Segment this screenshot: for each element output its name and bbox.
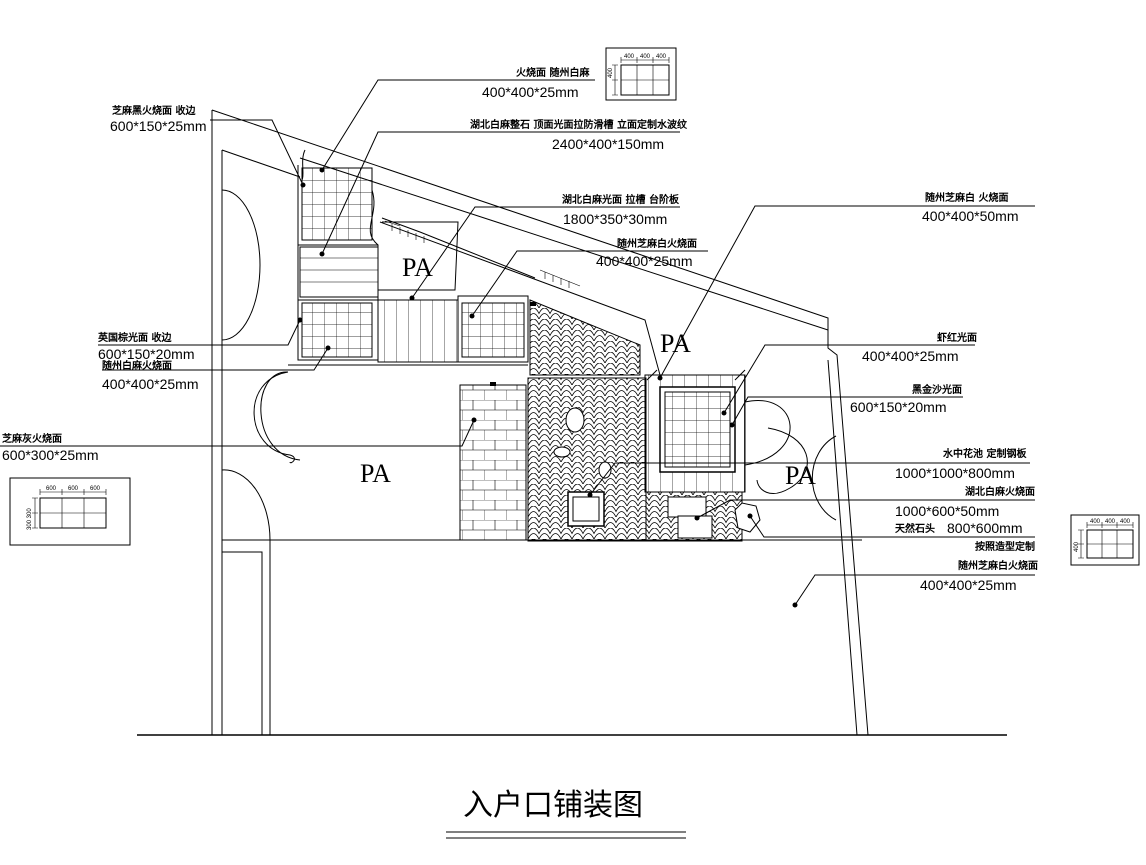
callout-material: 水中花池 定制钢板 — [942, 447, 1027, 460]
callout-material: 按照造型定制 — [975, 540, 1035, 553]
leader-lines — [0, 79, 1035, 608]
key-dim: 600 — [90, 486, 101, 492]
callout-material: 随州白麻火烧面 — [102, 359, 172, 372]
scale-paving — [527, 299, 761, 542]
callout-size: 1000*1000*800mm — [895, 465, 1015, 481]
callout-material: 随州芝麻白火烧面 — [958, 559, 1038, 572]
callout-material: 湖北白麻整石 顶面光面拉防滑槽 立面定制水波纹 — [470, 118, 688, 131]
tile-key-left: 600 600 600 300 300 — [9, 477, 131, 546]
upper-paving — [288, 149, 529, 366]
callout-material: 芝麻灰火烧面 — [2, 432, 62, 445]
zone-label: PA — [785, 461, 816, 490]
callout-material: 火烧面 随州白麻 — [516, 66, 590, 79]
callout-size: 2400*400*150mm — [552, 136, 664, 152]
lawn-curves — [221, 189, 837, 541]
callout-size: 800*600mm — [947, 520, 1023, 536]
callout-size: 400*400*25mm — [862, 348, 959, 364]
callout-size: 400*400*25mm — [920, 577, 1017, 593]
zone-label: PA — [402, 253, 433, 282]
callout-material: 英国棕光面 收边 — [97, 331, 172, 344]
callout-size: 600*150*20mm — [98, 346, 195, 362]
callout-size: 400*400*50mm — [922, 208, 1019, 224]
key-dim: 400 — [1105, 519, 1116, 525]
key-dim: 400 — [1120, 519, 1131, 525]
callout-material: 芝麻黑火烧面 收边 — [112, 104, 196, 117]
callout-material: 虾红光面 — [937, 331, 977, 344]
page-title: 入户口铺装图 — [463, 788, 643, 823]
tile-key-right: 400 400 400 400 — [1070, 514, 1140, 566]
key-dim: 400 — [624, 54, 635, 60]
key-dim: 600 — [68, 486, 79, 492]
callout-size: 600*300*25mm — [2, 447, 99, 463]
drawing-title: 入户口铺装图 — [446, 788, 686, 839]
key-dim: 400 — [656, 54, 667, 60]
zone-labels: PA PA PA PA — [360, 253, 816, 490]
tile-key-top: 400 400 400 400 — [605, 47, 677, 101]
callout-size: 400*400*25mm — [482, 84, 579, 100]
callout-material: 天然石头 — [895, 522, 935, 535]
brick-strip — [459, 302, 536, 541]
key-dim: 300 300 — [27, 508, 33, 530]
callout-size: 600*150*20mm — [850, 399, 947, 415]
callout-size: 400*400*25mm — [102, 376, 199, 392]
callout-size: 400*400*25mm — [596, 253, 693, 269]
key-dim: 400 — [608, 67, 614, 78]
diagonal-band — [379, 217, 661, 376]
callout-material: 湖北白麻火烧面 — [965, 485, 1035, 498]
callout-size: 1800*350*30mm — [563, 211, 667, 227]
zone-label: PA — [360, 459, 391, 488]
callout-size: 1000*600*50mm — [895, 503, 999, 519]
callout-material: 湖北白麻光面 拉槽 台阶板 — [562, 193, 680, 206]
zone-label: PA — [660, 329, 691, 358]
callout-material: 随州芝麻白 火烧面 — [925, 191, 1008, 204]
key-dim: 400 — [1074, 541, 1080, 552]
key-dim: 400 — [640, 54, 651, 60]
callout-material: 黑金沙光面 — [912, 383, 962, 396]
callout-size: 600*150*25mm — [110, 118, 207, 134]
callout-material: 随州芝麻白火烧面 — [617, 237, 697, 250]
callouts: 芝麻黑火烧面 收边 600*150*25mm 火烧面 随州白麻 400*400*… — [2, 66, 1038, 593]
site-outline — [137, 109, 1007, 736]
key-dim: 400 — [1090, 519, 1101, 525]
key-dim: 600 — [46, 486, 57, 492]
planter — [644, 369, 746, 493]
